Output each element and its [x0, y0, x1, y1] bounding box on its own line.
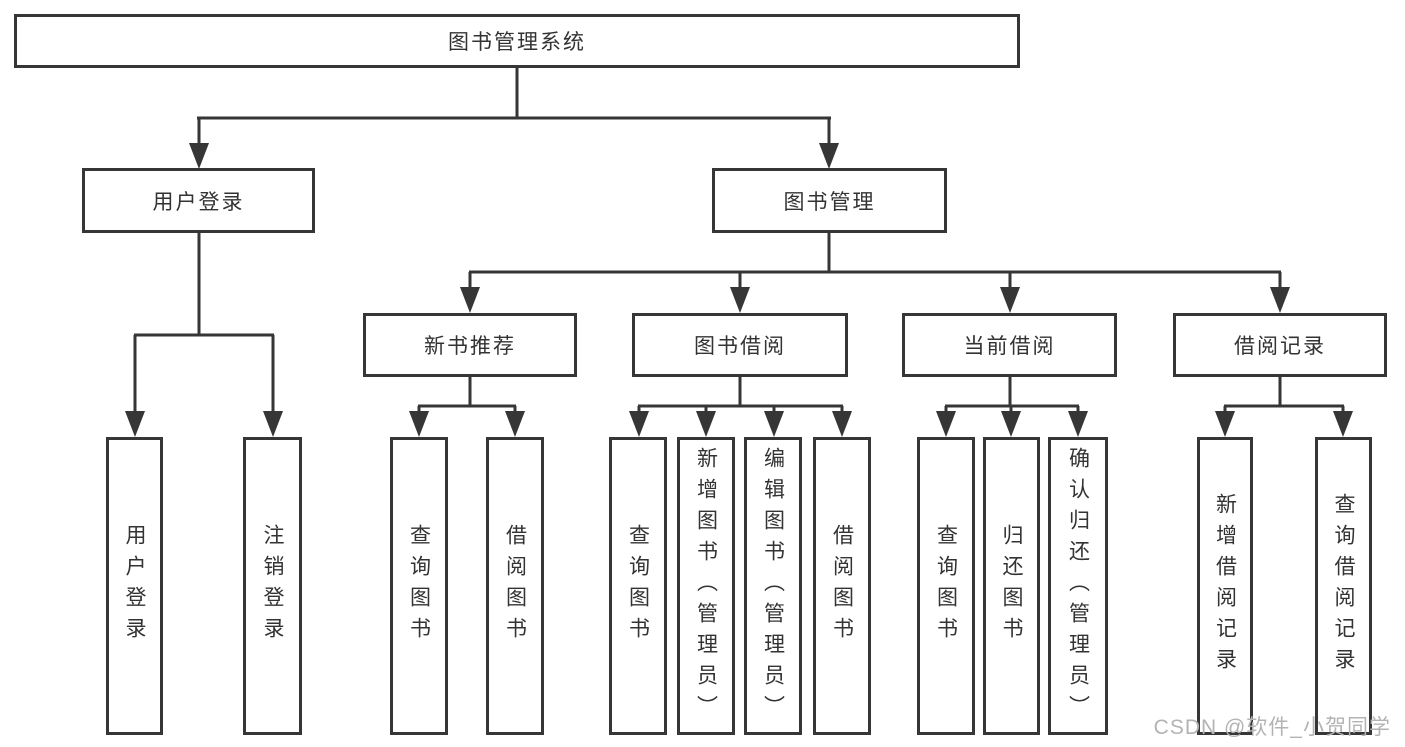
- node-label: 图书管理: [783, 190, 876, 214]
- node-label: 编辑图书（管理员）: [761, 446, 785, 726]
- arrowhead: [1215, 411, 1235, 437]
- arrowhead: [764, 411, 784, 437]
- arrowhead: [409, 411, 429, 437]
- node-label: 查询图书: [407, 524, 431, 648]
- arrowhead: [1270, 287, 1290, 313]
- leaf-borrow-books: 借阅图书: [813, 437, 871, 735]
- node-book-management: 图书管理: [712, 168, 947, 233]
- node-library-management-system: 图书管理系统: [14, 14, 1020, 68]
- leaf-edit-books-admin: 编辑图书（管理员）: [744, 437, 802, 735]
- node-current-borrow: 当前借阅: [902, 313, 1117, 377]
- node-label: 查询图书: [934, 524, 958, 648]
- leaf-query-books-recommend: 查询图书: [390, 437, 448, 735]
- connector-book-management-to-level3: [460, 233, 1290, 313]
- leaf-borrow-books-recommend: 借阅图书: [486, 437, 544, 735]
- node-label: 当前借阅: [963, 335, 1056, 358]
- arrowhead: [696, 411, 716, 437]
- leaf-add-books-admin: 新增图书（管理员）: [677, 437, 735, 735]
- connector-root-to-level2: [189, 68, 839, 169]
- node-new-book-recommend: 新书推荐: [363, 313, 577, 377]
- node-label: 借阅记录: [1234, 335, 1326, 358]
- node-label: 新书推荐: [424, 335, 516, 358]
- leaf-return-books: 归还图书: [983, 437, 1040, 735]
- connector-user-login-to-leaves: [125, 233, 283, 437]
- node-label: 注销登录: [261, 524, 284, 648]
- connector-current-borrow-to-leaves: [936, 377, 1088, 437]
- arrowhead: [1068, 411, 1088, 437]
- arrowhead: [263, 411, 283, 437]
- connector-book-borrow-to-leaves: [629, 377, 852, 437]
- arrowhead: [832, 411, 852, 437]
- node-label: 确认归还（管理员）: [1066, 446, 1090, 726]
- arrowhead: [730, 287, 750, 313]
- node-borrow-records: 借阅记录: [1173, 313, 1387, 377]
- leaf-user-login: 用户登录: [106, 437, 163, 735]
- arrowhead: [1001, 411, 1021, 437]
- leaf-logout: 注销登录: [243, 437, 302, 735]
- leaf-add-borrow-record: 新增借阅记录: [1197, 437, 1253, 735]
- arrowhead: [460, 287, 480, 313]
- connector-borrow-records-to-leaves: [1215, 377, 1353, 437]
- arrowhead: [819, 143, 839, 169]
- arrowhead: [1333, 411, 1353, 437]
- arrowhead: [629, 411, 649, 437]
- node-book-borrow: 图书借阅: [632, 313, 848, 377]
- arrowhead: [189, 143, 209, 169]
- node-label: 查询图书: [626, 524, 650, 648]
- node-user-login: 用户登录: [82, 168, 315, 233]
- csdn-watermark: CSDN @软件_小贺同学: [1153, 716, 1391, 739]
- leaf-query-books-borrow: 查询图书: [609, 437, 667, 735]
- arrowhead: [1000, 287, 1020, 313]
- connector-new-book-to-leaves: [409, 377, 525, 437]
- node-label: 借阅图书: [830, 524, 854, 648]
- leaf-confirm-return-admin: 确认归还（管理员）: [1048, 437, 1108, 735]
- arrowhead: [505, 411, 525, 437]
- node-label: 查询借阅记录: [1332, 493, 1355, 679]
- node-label: 归还图书: [1000, 524, 1023, 648]
- node-label: 新增借阅记录: [1213, 493, 1237, 679]
- leaf-query-books-current: 查询图书: [917, 437, 975, 735]
- arrowhead: [936, 411, 956, 437]
- arrowhead: [125, 411, 145, 437]
- node-label: 图书借阅: [694, 335, 786, 358]
- node-label: 用户登录: [152, 190, 245, 214]
- node-label: 借阅图书: [503, 524, 527, 648]
- node-label: 图书管理系统: [448, 31, 586, 54]
- leaf-query-borrow-record: 查询借阅记录: [1315, 437, 1372, 735]
- node-label: 用户登录: [123, 524, 146, 648]
- node-label: 新增图书（管理员）: [694, 446, 718, 726]
